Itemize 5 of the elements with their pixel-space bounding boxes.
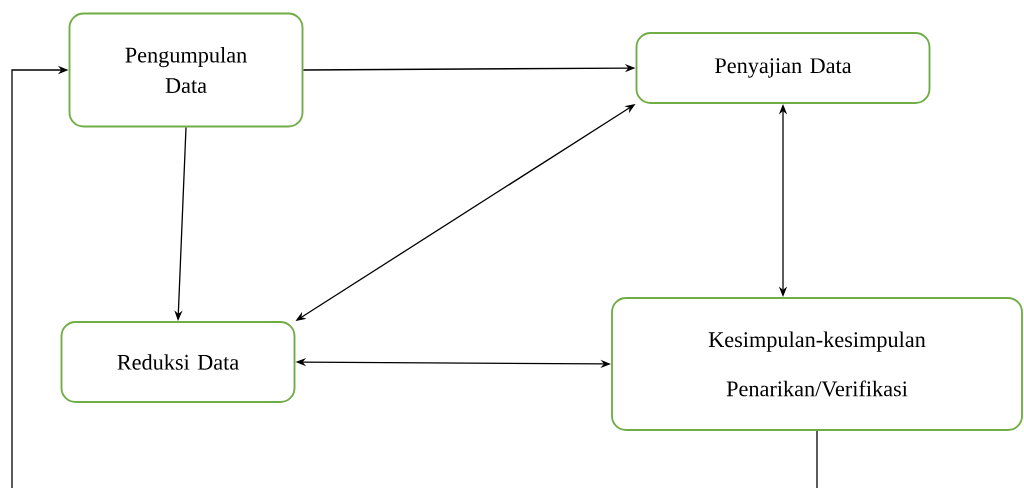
arrow	[11, 65, 818, 488]
process-box: Reduksi Data	[60, 321, 296, 403]
process-box: Kesimpulan-kesimpulan Penarikan/Verifikasi	[611, 297, 1023, 431]
process-box: Penyajian Data	[635, 32, 931, 104]
process-box: Pengumpulan Data	[68, 12, 304, 128]
